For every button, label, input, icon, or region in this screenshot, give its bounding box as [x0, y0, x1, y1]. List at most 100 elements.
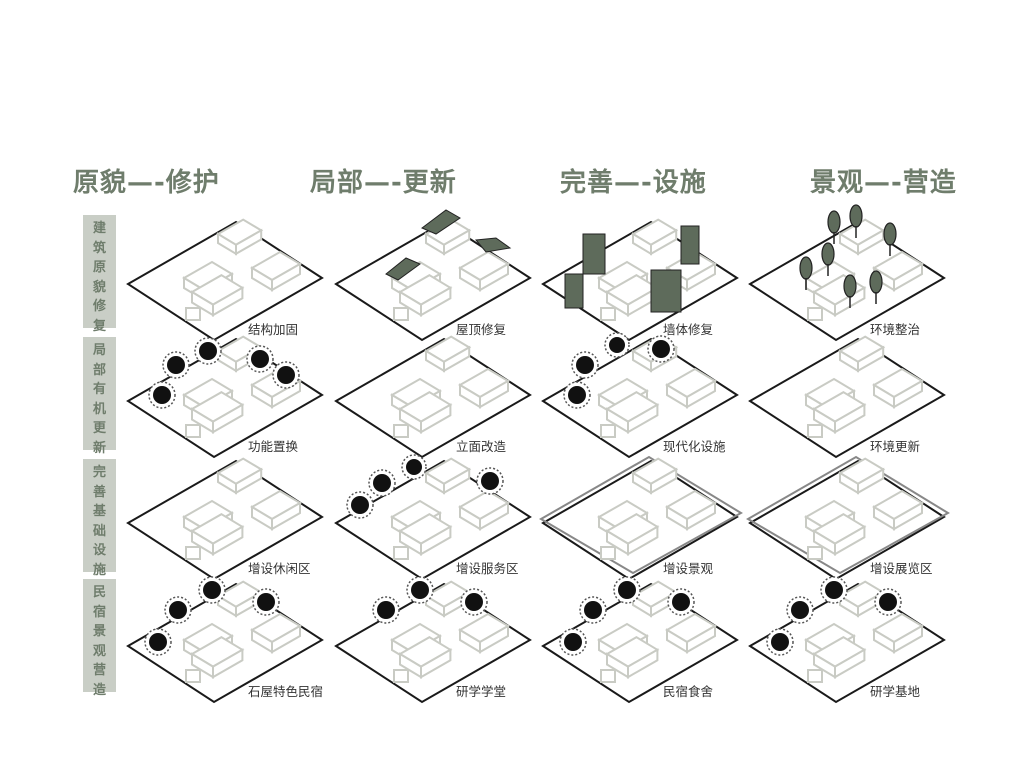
cell-caption: 立面改造 [456, 439, 507, 454]
icon-badge [652, 340, 670, 358]
building-wall [834, 403, 866, 434]
icon-badge [825, 581, 843, 599]
cell-3-2: 增设服务区 [334, 454, 532, 581]
cell-4-3: 民宿食舍 [541, 576, 739, 704]
cell-1-2: 屋顶修复 [334, 209, 532, 342]
building-wall [834, 525, 866, 556]
building-annex [600, 546, 616, 560]
row-label-4: 民 宿 景 观 营 造 [83, 579, 116, 698]
tree-icon [849, 204, 863, 228]
row-label-char: 设 [92, 543, 106, 558]
building-wall [686, 379, 716, 409]
icon-badge [257, 593, 275, 611]
cell-1-3: 墙体修复 [541, 218, 739, 342]
building-wall [420, 648, 452, 679]
building-annex [185, 546, 201, 560]
row-label-char: 善 [92, 484, 106, 500]
tree-icon [799, 256, 813, 280]
building-wall [235, 228, 263, 256]
building-wall [834, 648, 866, 679]
row-label-char: 础 [92, 523, 106, 539]
building-wall [857, 467, 885, 495]
building-wall [271, 501, 301, 531]
building-wall [443, 345, 471, 373]
icon-badge [351, 496, 369, 514]
building-wall [686, 262, 716, 292]
cell-3-3: 增设景观 [539, 455, 743, 581]
wall-panel [680, 225, 700, 265]
wall-panel [650, 269, 682, 313]
building-wall [686, 624, 716, 654]
building-wall [893, 379, 923, 409]
row-label-3: 完 善 基 础 设 施 [83, 459, 116, 578]
building-wall [212, 403, 244, 434]
cell-4-1: 石屋特色民宿 [126, 576, 324, 704]
cell-caption: 增设景观 [663, 561, 714, 576]
building-annex [393, 307, 409, 321]
row-label-char: 营 [92, 663, 106, 678]
building-annex [185, 424, 201, 438]
building-wall [650, 228, 678, 256]
row-label-2: 局 部 有 机 更 新 [83, 337, 116, 456]
building-wall [857, 228, 885, 256]
building-wall [479, 262, 509, 292]
row-label-char: 更 [92, 421, 106, 436]
tree-icon [827, 210, 841, 234]
icon-badge [167, 356, 185, 374]
cell-2-3: 现代化设施 [541, 332, 739, 459]
row-label-char: 部 [92, 362, 106, 378]
building-wall [857, 345, 885, 373]
row-label-char: 筑 [92, 240, 106, 256]
building-annex [185, 669, 201, 683]
building-annex [185, 307, 201, 321]
building-annex [807, 424, 823, 438]
cell-1-4: 环境整治 [748, 204, 946, 342]
icon-badge [771, 633, 789, 651]
cell-caption: 屋顶修复 [456, 322, 507, 337]
roof-panel [385, 257, 422, 281]
row-label-char: 局 [92, 343, 106, 358]
building-wall [686, 501, 716, 531]
icon-badge [373, 474, 391, 492]
row-label-char: 貌 [92, 279, 106, 295]
icon-badge [584, 601, 602, 619]
building-wall [893, 624, 923, 654]
tree-icon [821, 242, 835, 266]
icon-badge [481, 472, 499, 490]
cell-caption: 现代化设施 [663, 439, 726, 454]
cell-caption: 环境整治 [870, 322, 920, 337]
icon-badge [199, 342, 217, 360]
icon-badge [568, 386, 586, 404]
icon-badge [672, 593, 690, 611]
building-annex [600, 669, 616, 683]
building-annex [393, 546, 409, 560]
icon-badge [879, 593, 897, 611]
icon-badge [564, 633, 582, 651]
cell-2-1: 功能置换 [126, 335, 324, 459]
cell-caption: 石屋特色民宿 [248, 684, 323, 699]
icon-badge [609, 337, 625, 353]
row-label-char: 修 [92, 299, 106, 314]
cell-caption: 功能置换 [248, 439, 299, 454]
roof-panel [421, 209, 461, 235]
cell-4-4: 研学基地 [748, 576, 946, 704]
icon-badge [576, 356, 594, 374]
building-wall [420, 525, 452, 556]
row-label-1: 建 筑 原 貌 修 复 [83, 215, 116, 334]
row-label-char: 有 [92, 382, 106, 397]
row-label-char: 机 [92, 401, 106, 417]
building-annex [807, 546, 823, 560]
cell-caption: 研学学堂 [456, 684, 506, 699]
tree-icon [883, 222, 897, 246]
wall-panel [564, 273, 584, 309]
building-annex [807, 669, 823, 683]
building-annex [807, 307, 823, 321]
row-label-char: 原 [92, 260, 106, 275]
cell-1-1: 结构加固 [126, 218, 324, 342]
row-label-char: 复 [92, 318, 106, 334]
building-wall [212, 648, 244, 679]
icon-badge [149, 633, 167, 651]
row-label-char: 观 [92, 643, 106, 659]
building-wall [271, 262, 301, 292]
